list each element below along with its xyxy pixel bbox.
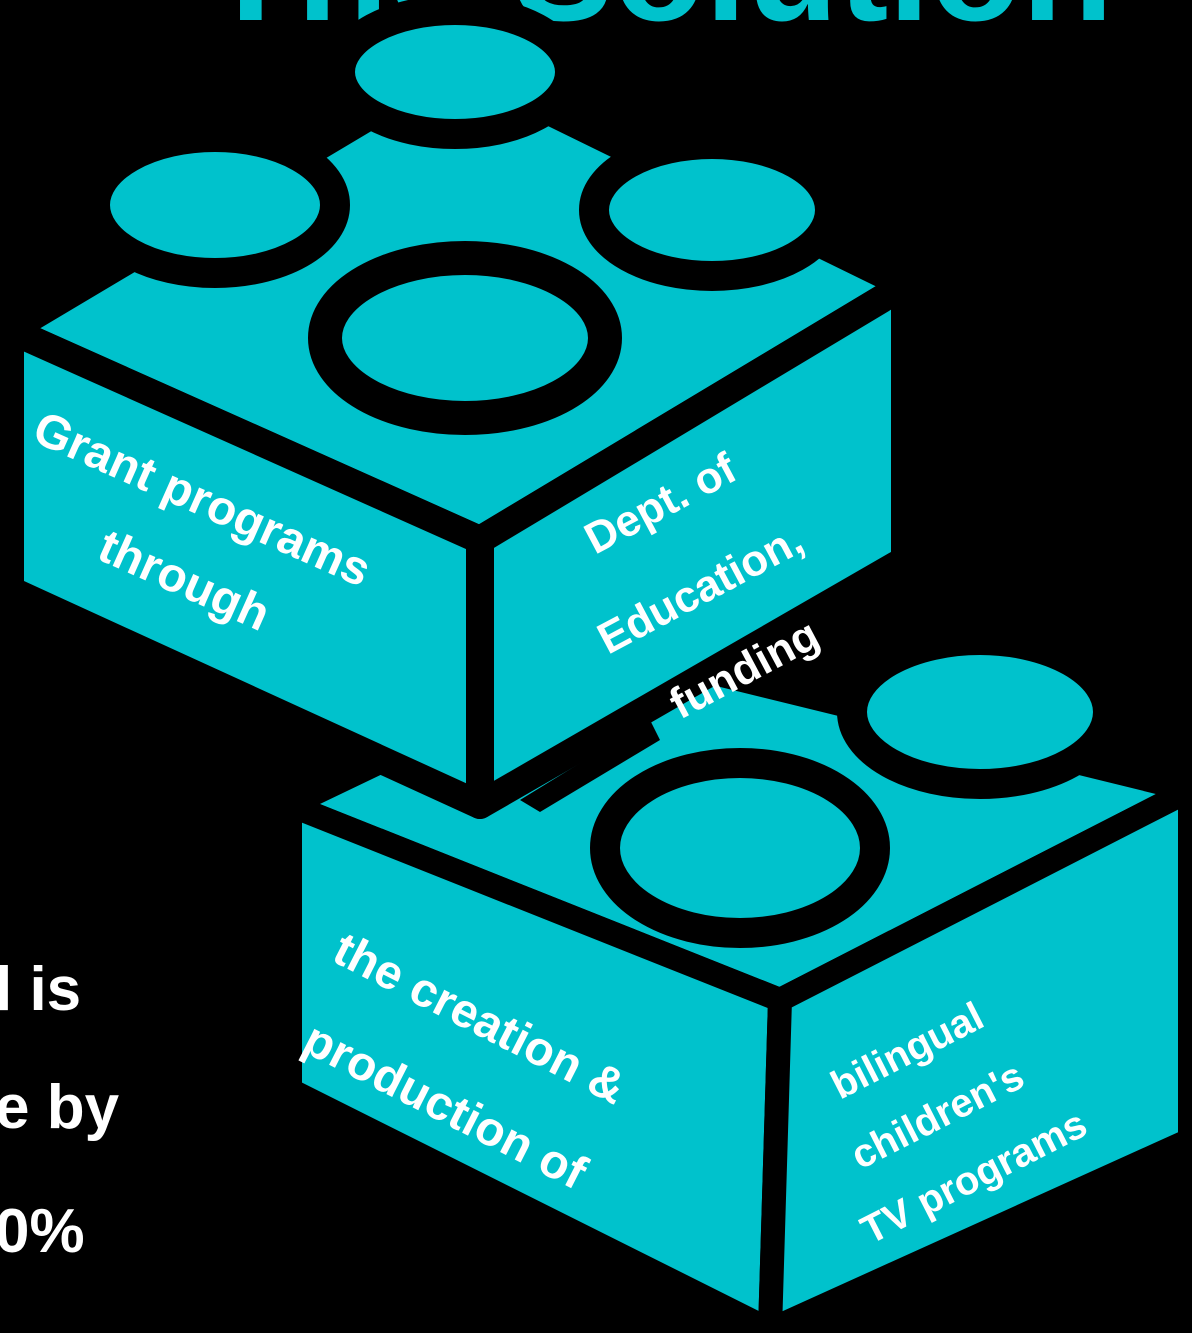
top-brick-stud-back — [325, 0, 585, 149]
left-text-line-2: e by — [0, 1073, 120, 1142]
top-brick-stud-left — [80, 122, 350, 288]
top-brick-stud-front — [308, 241, 622, 435]
left-text-line-1: l is — [0, 955, 81, 1024]
bottom-brick — [278, 625, 1192, 1333]
bottom-brick-stud-front — [590, 748, 890, 948]
bottom-brick-right-face — [758, 778, 1192, 1333]
top-brick-right-face — [466, 271, 919, 819]
top-brick — [0, 0, 919, 819]
brick-gap-shadow — [520, 720, 660, 812]
bottom-brick-stud-back — [837, 625, 1123, 799]
left-text-line-3: 0% — [0, 1197, 85, 1266]
top-brick-stud-right — [579, 129, 845, 291]
